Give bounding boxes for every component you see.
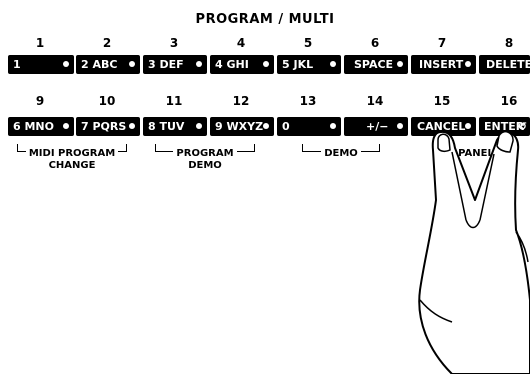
led-indicator bbox=[465, 61, 471, 67]
key-number-2: 2 bbox=[102, 36, 112, 50]
key-space-button[interactable]: SPACE bbox=[344, 55, 408, 74]
demo-label: DEMO bbox=[302, 148, 380, 160]
key-1-button[interactable]: 1 bbox=[8, 55, 74, 74]
key-number-12: 12 bbox=[232, 94, 250, 108]
key-12-label: 9 WXYZ bbox=[215, 120, 264, 133]
key-plus-minus-button[interactable]: +/− bbox=[344, 117, 408, 136]
key-number-14: 14 bbox=[366, 94, 384, 108]
key-13-label: 0 bbox=[282, 120, 290, 133]
key-cancel-button[interactable]: CANCEL bbox=[411, 117, 476, 136]
key-7-label: INSERT bbox=[419, 58, 464, 71]
led-indicator bbox=[397, 123, 403, 129]
key-number-13: 13 bbox=[299, 94, 317, 108]
led-indicator bbox=[129, 61, 135, 67]
key-2-label: 2 ABC bbox=[81, 58, 118, 71]
led-indicator bbox=[196, 123, 202, 129]
key-7-pqrs-button[interactable]: 7 PQRS bbox=[76, 117, 140, 136]
key-1-label: 1 bbox=[13, 58, 21, 71]
key-6-label: SPACE bbox=[354, 58, 394, 71]
key-number-6: 6 bbox=[370, 36, 380, 50]
key-0-button[interactable]: 0 bbox=[277, 117, 341, 136]
key-10-label: 7 PQRS bbox=[81, 120, 127, 133]
key-4-label: 4 GHI bbox=[215, 58, 249, 71]
key-number-5: 5 bbox=[303, 36, 313, 50]
key-6-mno-button[interactable]: 6 MNO bbox=[8, 117, 74, 136]
key-number-16: 16 bbox=[500, 94, 518, 108]
led-indicator bbox=[263, 123, 269, 129]
key-14-label: +/− bbox=[366, 120, 389, 133]
led-indicator bbox=[330, 61, 336, 67]
key-4-ghi-button[interactable]: 4 GHI bbox=[210, 55, 274, 74]
program-line1: PROGRAM bbox=[173, 148, 237, 159]
midi-program-change-label: MIDI PROGRAM CHANGE bbox=[17, 148, 127, 172]
key-2-abc-button[interactable]: 2 ABC bbox=[76, 55, 140, 74]
key-9-label: 6 MNO bbox=[13, 120, 54, 133]
led-indicator bbox=[129, 123, 135, 129]
led-indicator bbox=[63, 123, 69, 129]
key-8-label: DELETE bbox=[486, 58, 530, 71]
midi-line2: CHANGE bbox=[48, 160, 96, 171]
program-demo-label: PROGRAM DEMO bbox=[155, 148, 255, 172]
key-15-label: CANCEL bbox=[417, 120, 466, 133]
key-number-15: 15 bbox=[433, 94, 451, 108]
key-9-wxyz-button[interactable]: 9 WXYZ bbox=[210, 117, 274, 136]
key-number-9: 9 bbox=[35, 94, 45, 108]
diagram-title: PROGRAM / MULTI bbox=[195, 12, 335, 27]
key-5-label: 5 JKL bbox=[282, 58, 314, 71]
program-line2: DEMO bbox=[188, 160, 222, 171]
key-insert-button[interactable]: INSERT bbox=[411, 55, 476, 74]
key-11-label: 8 TUV bbox=[148, 120, 185, 133]
led-indicator bbox=[63, 61, 69, 67]
midi-line1: MIDI PROGRAM bbox=[25, 148, 119, 159]
led-indicator bbox=[196, 61, 202, 67]
key-number-8: 8 bbox=[504, 36, 514, 50]
panel-line1: PANEL bbox=[455, 148, 497, 159]
key-16-label: ENTER bbox=[484, 120, 525, 133]
led-indicator bbox=[263, 61, 269, 67]
key-number-4: 4 bbox=[236, 36, 246, 50]
key-3-def-button[interactable]: 3 DEF bbox=[143, 55, 207, 74]
key-5-jkl-button[interactable]: 5 JKL bbox=[277, 55, 341, 74]
led-indicator bbox=[330, 123, 336, 129]
undo-arrow-icon: ↺ bbox=[517, 120, 527, 133]
led-indicator bbox=[397, 61, 403, 67]
key-number-7: 7 bbox=[437, 36, 447, 50]
panel-label: PANEL bbox=[436, 148, 516, 160]
key-number-10: 10 bbox=[98, 94, 116, 108]
key-enter-button[interactable]: ENTER ↺ bbox=[479, 117, 530, 136]
key-3-label: 3 DEF bbox=[148, 58, 184, 71]
key-number-11: 11 bbox=[165, 94, 183, 108]
key-8-tuv-button[interactable]: 8 TUV bbox=[143, 117, 207, 136]
key-number-1: 1 bbox=[35, 36, 45, 50]
key-delete-button[interactable]: DELETE bbox=[479, 55, 530, 74]
demo-line1: DEMO bbox=[321, 148, 361, 159]
led-indicator bbox=[465, 123, 471, 129]
key-number-3: 3 bbox=[169, 36, 179, 50]
